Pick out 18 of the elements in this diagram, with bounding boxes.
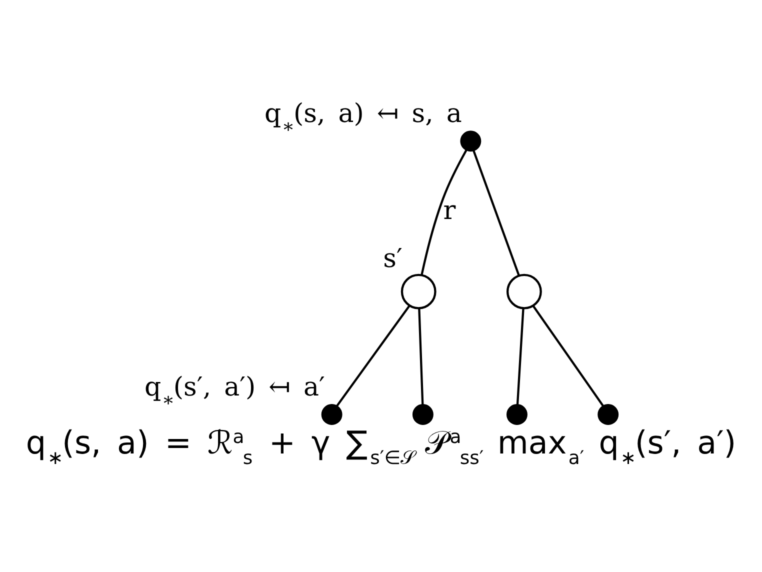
connector [420, 149, 468, 275]
node-circle [506, 273, 542, 309]
node-circle [400, 273, 436, 309]
caption: q$_{∗}$(s, a) = ℛ$^{a}$$_{s}$ + γ ∑$_{s′∈𝒮}$ 𝒫$^{a}$$_{ss′}$ max$_{a′}$ q$_{∗}$(s′, a′) [26, 423, 736, 469]
node-circle [506, 404, 528, 424]
edge-label: r [443, 196, 456, 226]
connector [418, 308, 424, 405]
connector [516, 308, 524, 405]
node-label: q$_{∗}$(s′, a′) ↤ a′ [144, 372, 325, 411]
connector [532, 304, 604, 406]
connector [472, 150, 520, 276]
node-circle [598, 404, 619, 424]
connector [336, 304, 410, 407]
node-circle [321, 404, 342, 424]
node-circle [460, 130, 482, 152]
node-label: s′ [383, 243, 402, 274]
node-circle [412, 404, 434, 424]
node-label: q$_{∗}$(s, a) ↤ s, a [264, 98, 462, 138]
